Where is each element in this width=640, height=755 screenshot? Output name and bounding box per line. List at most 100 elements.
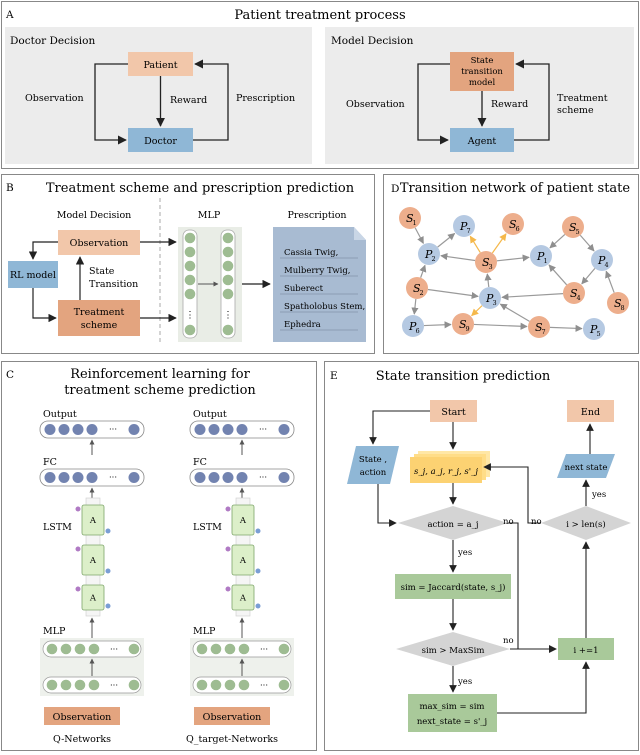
lstm-gate-out	[255, 528, 261, 534]
observation-left-label: Observation	[53, 712, 112, 723]
mlp-left-ellipsis: ⋮	[185, 310, 195, 321]
panel-c-letter: C	[6, 369, 14, 381]
next-state-output	[557, 454, 615, 478]
state-action-line1: State ,	[359, 455, 387, 465]
doctor-box	[128, 128, 193, 152]
output-neuron	[222, 424, 234, 435]
state-action-input	[347, 446, 399, 484]
treatment-scheme-box	[58, 300, 140, 336]
fc-neuron	[58, 472, 70, 483]
lstm-cell-label: A	[89, 594, 97, 604]
lstm-gate-in	[225, 546, 231, 552]
panel-a: A Patient treatment process Doctor Decis…	[1, 1, 639, 169]
lstm-gate-out	[105, 528, 111, 534]
mlp-neuron	[278, 679, 290, 691]
mlp-neuron	[184, 324, 196, 336]
node-subscript: 6	[416, 327, 420, 335]
mlp-neuron	[222, 274, 234, 286]
maxsim-yes-label: yes	[457, 677, 472, 687]
similarity-box	[395, 574, 511, 599]
lstm-cell	[231, 504, 255, 536]
mlp-neuron	[46, 643, 58, 655]
output-neuron	[278, 424, 290, 435]
node-circle	[452, 313, 474, 335]
fc-neuron	[44, 472, 56, 483]
patient-box	[128, 52, 193, 76]
panel-a-letter: A	[5, 9, 14, 21]
node-letter: P	[459, 220, 468, 233]
lstm-gate-out	[255, 568, 261, 574]
lstm-gate-in	[75, 586, 81, 592]
lstm-cell	[81, 584, 105, 611]
max-sim-line1: max_sim = sim	[420, 702, 485, 712]
node-subscript: 3	[489, 263, 493, 271]
node-subscript: 4	[577, 294, 581, 302]
mlp-neuron	[224, 643, 236, 655]
panel-b-title: Treatment scheme and prescription predic…	[46, 181, 355, 196]
transition-edge	[484, 273, 492, 288]
mlp-neuron	[222, 246, 234, 258]
prescription-loop-arrow	[193, 59, 229, 141]
state-node-s8: S8	[607, 292, 629, 314]
transition-edge	[473, 322, 528, 330]
node-subscript: 5	[597, 330, 601, 338]
panel-d-letter: D	[391, 183, 399, 195]
output-ellipsis: ···	[259, 425, 267, 435]
rl-model-box	[8, 261, 58, 288]
layer-lstm-left: LSTM	[43, 522, 72, 533]
node-letter: P	[424, 248, 433, 261]
node-subscript: 5	[576, 228, 580, 236]
node-circle	[530, 245, 552, 267]
maxsim-box-to-inc	[497, 661, 590, 714]
panel-e-title: State transition prediction	[376, 369, 551, 384]
transition-edge	[414, 227, 424, 245]
transition-edge	[427, 288, 479, 300]
state-transition-line1: State	[89, 266, 115, 277]
output-neuron	[236, 424, 248, 435]
fc-neuron	[194, 472, 206, 483]
state-node-s1: S1	[399, 207, 421, 229]
obs-to-rl-arrow	[28, 241, 58, 260]
end-node	[567, 400, 614, 422]
node-circle	[562, 216, 584, 238]
node-circle	[502, 213, 524, 235]
panel-c-title-1: Reinforcement learning for	[70, 367, 250, 382]
node-circle	[563, 282, 585, 304]
observation-box	[58, 230, 140, 255]
node-letter: S	[413, 282, 421, 295]
mlp-neuron	[184, 288, 196, 300]
transition-edge	[411, 298, 419, 315]
herb-4: Spatholobus Stem,	[284, 302, 365, 312]
lstm-cell-label: A	[239, 594, 247, 604]
node-circle	[607, 292, 629, 314]
herb-lines	[280, 257, 358, 331]
node-letter: S	[509, 218, 517, 231]
network-stack: ······AAA······	[189, 420, 295, 696]
output-neuron	[128, 424, 140, 435]
node-subscript: 1	[544, 257, 548, 265]
observation-right-label: Observation	[203, 712, 262, 723]
fc-neuron	[236, 472, 248, 483]
state-transition-model-line2: transition	[461, 67, 503, 77]
state-to-action-cond	[377, 484, 397, 527]
node-circle	[418, 243, 440, 265]
mlp-neuron	[60, 643, 72, 655]
fc-neuron	[128, 472, 140, 483]
state-action-line2: action	[360, 468, 387, 478]
mlp-ellipsis: ···	[110, 645, 118, 655]
q-target-networks-label: Q_target-Networks	[186, 734, 278, 745]
layer-output-right: Output	[193, 409, 227, 420]
output-neuron	[58, 424, 70, 435]
mlp-neuron	[128, 643, 140, 655]
panel-d-title: Transition network of patient state	[400, 181, 631, 196]
lstm-cell	[231, 584, 255, 611]
network-stack: ······AAA······	[39, 420, 145, 696]
agent-label: Agent	[467, 136, 497, 147]
length-condition	[541, 506, 631, 540]
layer-mlp-right: MLP	[193, 626, 216, 637]
mlp-ellipsis: ···	[110, 681, 118, 691]
node-subscript: 4	[605, 261, 609, 269]
node-subscript: 2	[432, 255, 436, 263]
layer-fc-left: FC	[43, 457, 57, 468]
